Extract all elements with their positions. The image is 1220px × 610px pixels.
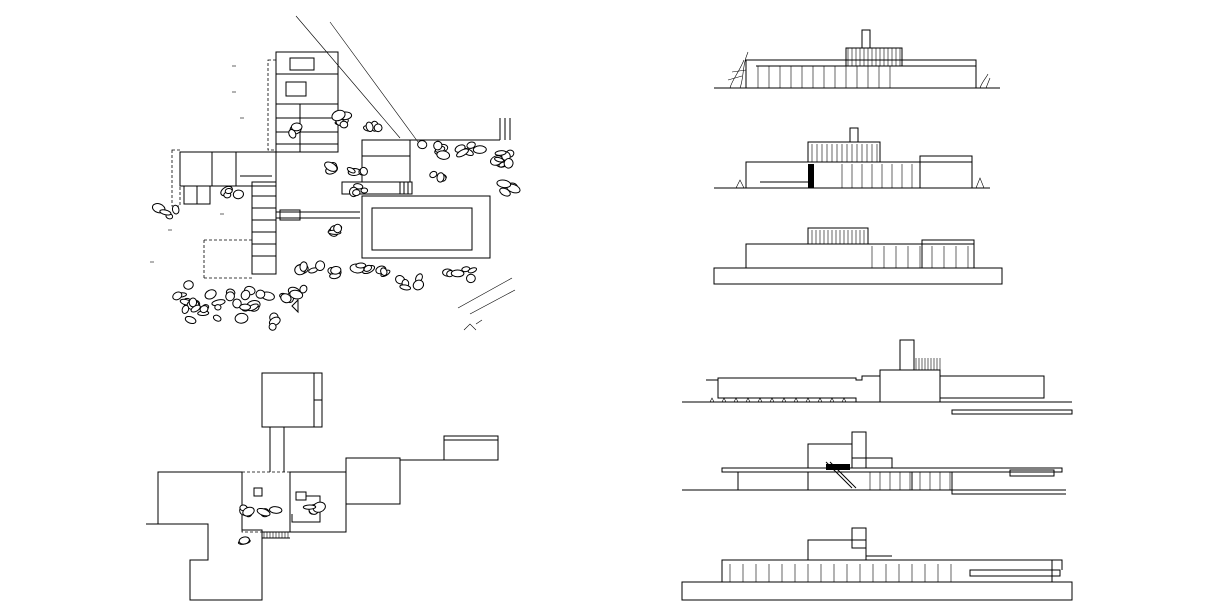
shrub (365, 121, 374, 133)
shrub (466, 273, 476, 284)
shrub (333, 223, 343, 234)
elevation-3 (713, 227, 1003, 285)
shrub (289, 289, 304, 300)
shrub (450, 269, 465, 278)
shrub (433, 140, 443, 151)
shrub (324, 161, 338, 172)
roof-plan (146, 372, 499, 601)
shrub (352, 189, 361, 197)
shrub (299, 284, 308, 294)
shrub (232, 298, 242, 309)
shrub (212, 314, 222, 322)
elevation-1 (714, 29, 1000, 89)
east-wing (361, 139, 411, 183)
shrub (399, 284, 412, 291)
shrub (288, 129, 297, 139)
shrub (290, 122, 303, 132)
shrub (240, 289, 251, 301)
roof-outline-west (157, 471, 263, 601)
shrub (256, 507, 271, 517)
shrub (302, 504, 317, 510)
shrub (360, 187, 369, 194)
triangle-marker (291, 298, 299, 314)
shrub (255, 289, 266, 299)
roof-block-east (443, 435, 499, 461)
shrub (239, 303, 251, 311)
shrub (184, 315, 197, 325)
shrub (269, 506, 283, 514)
shrub (214, 304, 222, 311)
shrub (171, 204, 180, 215)
elevation-2 (714, 127, 990, 189)
site-line (457, 277, 513, 309)
shrub (373, 123, 383, 133)
shrub (242, 506, 255, 517)
site-line (295, 15, 401, 139)
shrub (417, 140, 428, 150)
north-wing (275, 51, 339, 153)
shrub (232, 189, 244, 200)
shrub (494, 150, 507, 156)
base-plinth (713, 267, 1003, 285)
shrub (339, 120, 349, 129)
shrub (467, 267, 478, 274)
roof-shrubs (237, 501, 326, 545)
section-1 (682, 339, 1073, 415)
shrub (496, 179, 512, 189)
shrub (494, 156, 505, 163)
shrub (466, 141, 476, 149)
shrub (412, 279, 425, 291)
shrub (172, 291, 183, 301)
shrub (499, 187, 511, 197)
site-line (469, 289, 516, 315)
shrub (224, 187, 233, 195)
shrub (331, 109, 346, 122)
shrub (199, 305, 209, 314)
shrub (315, 260, 326, 271)
central-court (241, 471, 291, 533)
shrub (330, 265, 342, 275)
shrub (436, 150, 451, 160)
shrub (359, 166, 368, 176)
shrub (190, 304, 201, 313)
shrub (188, 297, 198, 308)
shrub (461, 266, 471, 273)
site-line (329, 21, 419, 143)
shrub (380, 267, 388, 276)
shrub (204, 289, 217, 300)
section-2 (682, 431, 1066, 495)
shrub (355, 262, 367, 269)
section-3 (681, 527, 1073, 601)
shrub (238, 536, 250, 545)
shrub (225, 291, 235, 302)
pool-deck (361, 195, 491, 259)
shrub (280, 293, 292, 304)
shrub (159, 209, 172, 216)
shrub (363, 264, 373, 272)
shrub (183, 280, 194, 290)
site-plan (150, 15, 521, 331)
shrub (181, 304, 190, 314)
shrub-cluster (151, 109, 521, 331)
shrub (429, 170, 438, 179)
shrub (234, 312, 249, 324)
shrub (503, 158, 514, 169)
shrub (472, 145, 487, 154)
shrub (436, 172, 445, 183)
pool (371, 207, 473, 251)
central-spine (251, 181, 277, 275)
shrub (268, 322, 277, 331)
west-wing (179, 151, 277, 187)
shrub (299, 261, 308, 272)
shrub (346, 166, 356, 174)
shrub (456, 148, 469, 158)
roof-block-north (261, 372, 323, 428)
base-plinth (681, 581, 1073, 601)
